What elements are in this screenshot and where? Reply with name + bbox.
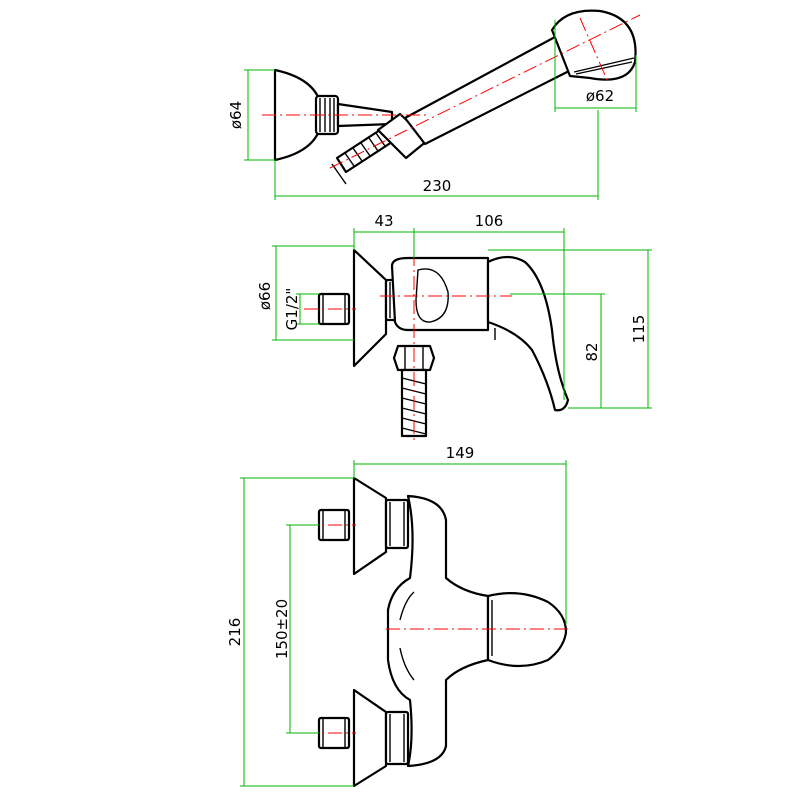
mixer-lever [486, 255, 570, 412]
dim-label-lever-height: 82 [583, 342, 601, 361]
wall-flange [352, 248, 388, 368]
mixer-front-view: 149 150±20 216 [226, 444, 570, 788]
lower-ring-nut [384, 710, 410, 766]
dim-label-thread-size: G1/2" [283, 288, 301, 331]
dim-label-flange-diameter: ø66 [256, 282, 274, 310]
dim-label-inlet-spacing: 150±20 [273, 599, 291, 659]
dim-label-front-height: 216 [226, 618, 244, 647]
upper-ring-nut [384, 498, 410, 550]
hand-shower-view: ø64 ø62 230 [227, 9, 641, 200]
dim-label-shower-head-diameter: ø62 [586, 87, 614, 105]
mixer-body-front [386, 494, 490, 768]
shower-handle [403, 35, 577, 146]
dim-label-total-height: 115 [630, 315, 648, 344]
dim-label-axis-to-lever: 106 [475, 212, 504, 230]
dim-label-wall-cup-diameter: ø64 [227, 101, 245, 129]
dim-label-overall-length: 230 [423, 177, 452, 195]
upper-flange [352, 476, 388, 576]
dim-label-front-width: 149 [446, 444, 475, 462]
lower-flange [352, 688, 388, 788]
mixer-lever-front [486, 591, 568, 668]
mixer-body [390, 256, 490, 332]
dim-label-flange-to-axis: 43 [374, 212, 393, 230]
mixer-side-view: ø66 G1/2" 43 106 82 115 [256, 212, 652, 440]
